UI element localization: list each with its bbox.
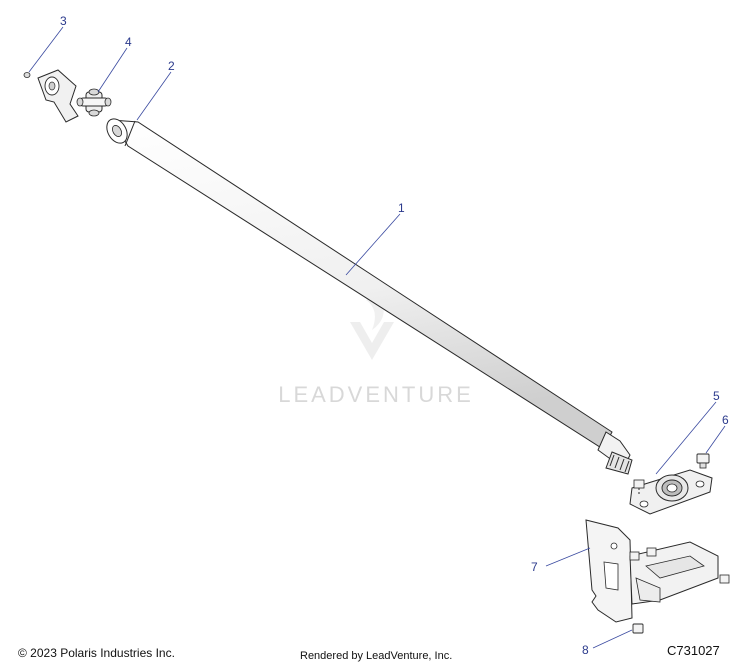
leader-3: [28, 26, 64, 73]
callout-6: 6: [722, 413, 729, 427]
leader-8: [592, 629, 633, 649]
callout-1: 1: [398, 201, 405, 215]
drive-shaft: [106, 118, 633, 475]
callout-4: 4: [125, 35, 132, 49]
leader-4: [97, 47, 128, 93]
callout-7: 7: [531, 560, 538, 574]
diagram-code: C731027: [667, 643, 720, 658]
callout-3: 3: [60, 14, 67, 28]
leader-7: [545, 547, 591, 567]
watermark-text: LEADVENTURE: [278, 382, 474, 407]
leader-5: [655, 401, 717, 475]
callout-8: 8: [582, 643, 589, 657]
leader-1: [345, 213, 401, 276]
callout-2: 2: [168, 59, 175, 73]
center-bearing: [629, 469, 713, 515]
universal-joint: [76, 88, 112, 117]
callout-5: 5: [713, 389, 720, 403]
bracket-bolt: [632, 623, 644, 634]
leader-6: [705, 425, 726, 454]
retaining-clip: [23, 72, 31, 78]
rendered-by-text: Rendered by LeadVenture, Inc.: [300, 650, 453, 662]
leader-2: [136, 71, 172, 121]
mounting-bracket: [585, 519, 730, 623]
front-yoke: [37, 69, 79, 123]
copyright-text: © 2023 Polaris Industries Inc.: [18, 646, 175, 660]
bearing-bolt: [696, 453, 710, 469]
